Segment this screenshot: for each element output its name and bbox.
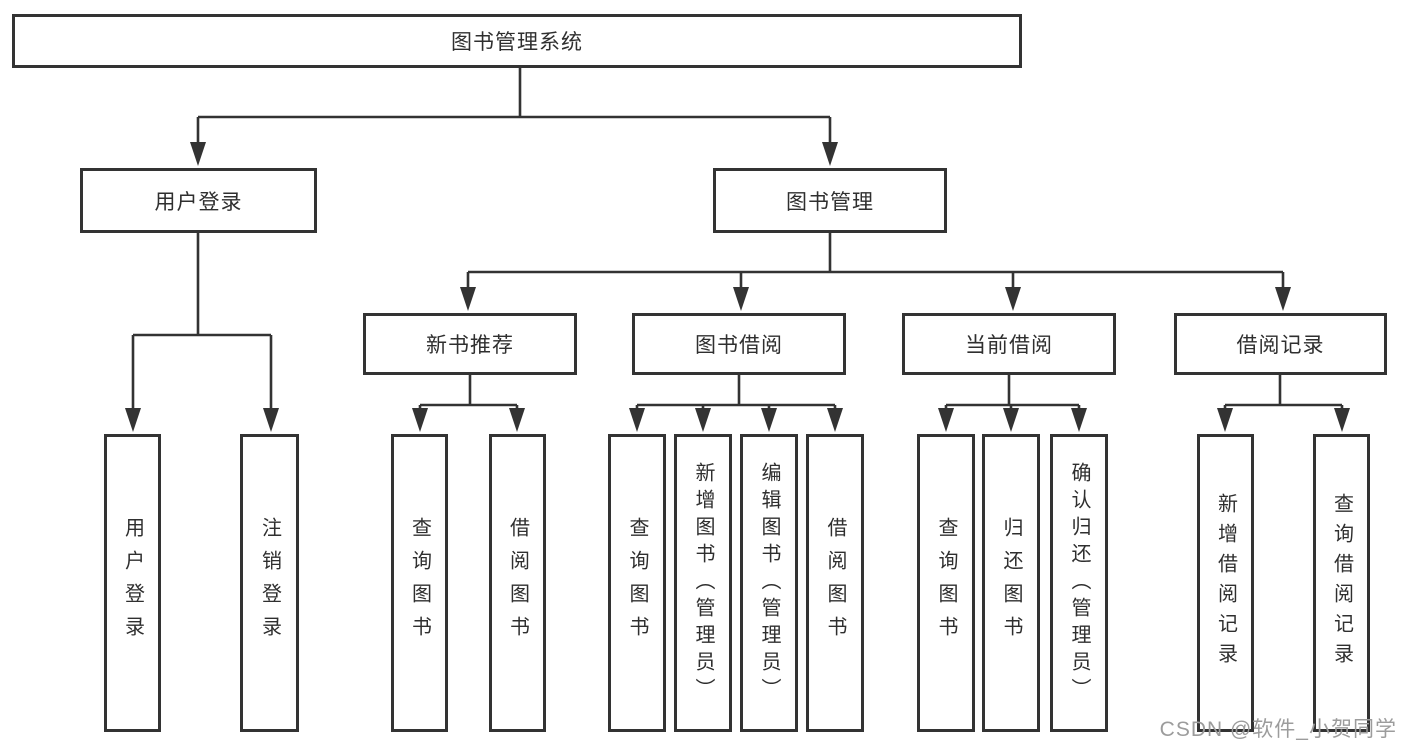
node-label: 查询图书 [408,517,431,649]
node-label: 编辑图书（管理员） [758,461,780,705]
leaf-add-borrow-record: 新增借阅记录 [1197,434,1254,732]
leaf-logout: 注销登录 [240,434,299,732]
node-label: 图书管理 [786,190,874,214]
node-label: 查询借阅记录 [1330,493,1353,673]
node-label: 图书管理系统 [451,31,583,54]
node-label: 新书推荐 [426,334,514,357]
node-book-management: 图书管理 [713,168,947,233]
node-label: 查询图书 [626,517,648,649]
node-new-book-recommend: 新书推荐 [363,313,577,375]
leaf-borrow-books: 借阅图书 [806,434,864,732]
node-label: 查询图书 [935,517,957,649]
leaf-edit-books-admin: 编辑图书（管理员） [740,434,798,732]
node-label: 新增图书（管理员） [692,461,714,705]
node-label: 归还图书 [1000,517,1022,649]
leaf-add-books-admin: 新增图书（管理员） [674,434,732,732]
node-label: 借阅记录 [1236,334,1325,357]
node-label: 图书借阅 [695,334,783,357]
leaf-query-books-borrow: 查询图书 [608,434,666,732]
node-label: 借阅图书 [506,517,529,649]
node-book-borrowing: 图书借阅 [632,313,846,375]
leaf-query-borrow-record: 查询借阅记录 [1313,434,1370,732]
node-label: 新增借阅记录 [1214,493,1237,673]
watermark-text: CSDN @软件_小贺同学 [1159,718,1397,741]
node-label: 用户登录 [154,190,243,214]
leaf-confirm-return-admin: 确认归还（管理员） [1050,434,1108,732]
node-borrow-records: 借阅记录 [1174,313,1387,375]
leaf-user-login: 用户登录 [104,434,161,732]
leaf-return-books: 归还图书 [982,434,1040,732]
leaf-borrow-books-recommend: 借阅图书 [489,434,546,732]
node-label: 用户登录 [121,517,144,649]
node-label: 确认归还（管理员） [1068,461,1090,705]
node-user-login: 用户登录 [80,168,317,233]
leaf-query-books-recommend: 查询图书 [391,434,448,732]
node-current-borrowing: 当前借阅 [902,313,1116,375]
node-label: 当前借阅 [965,334,1053,357]
node-root-system: 图书管理系统 [12,14,1022,68]
node-label: 注销登录 [258,517,281,649]
leaf-query-books-current: 查询图书 [917,434,975,732]
node-label: 借阅图书 [824,517,846,649]
